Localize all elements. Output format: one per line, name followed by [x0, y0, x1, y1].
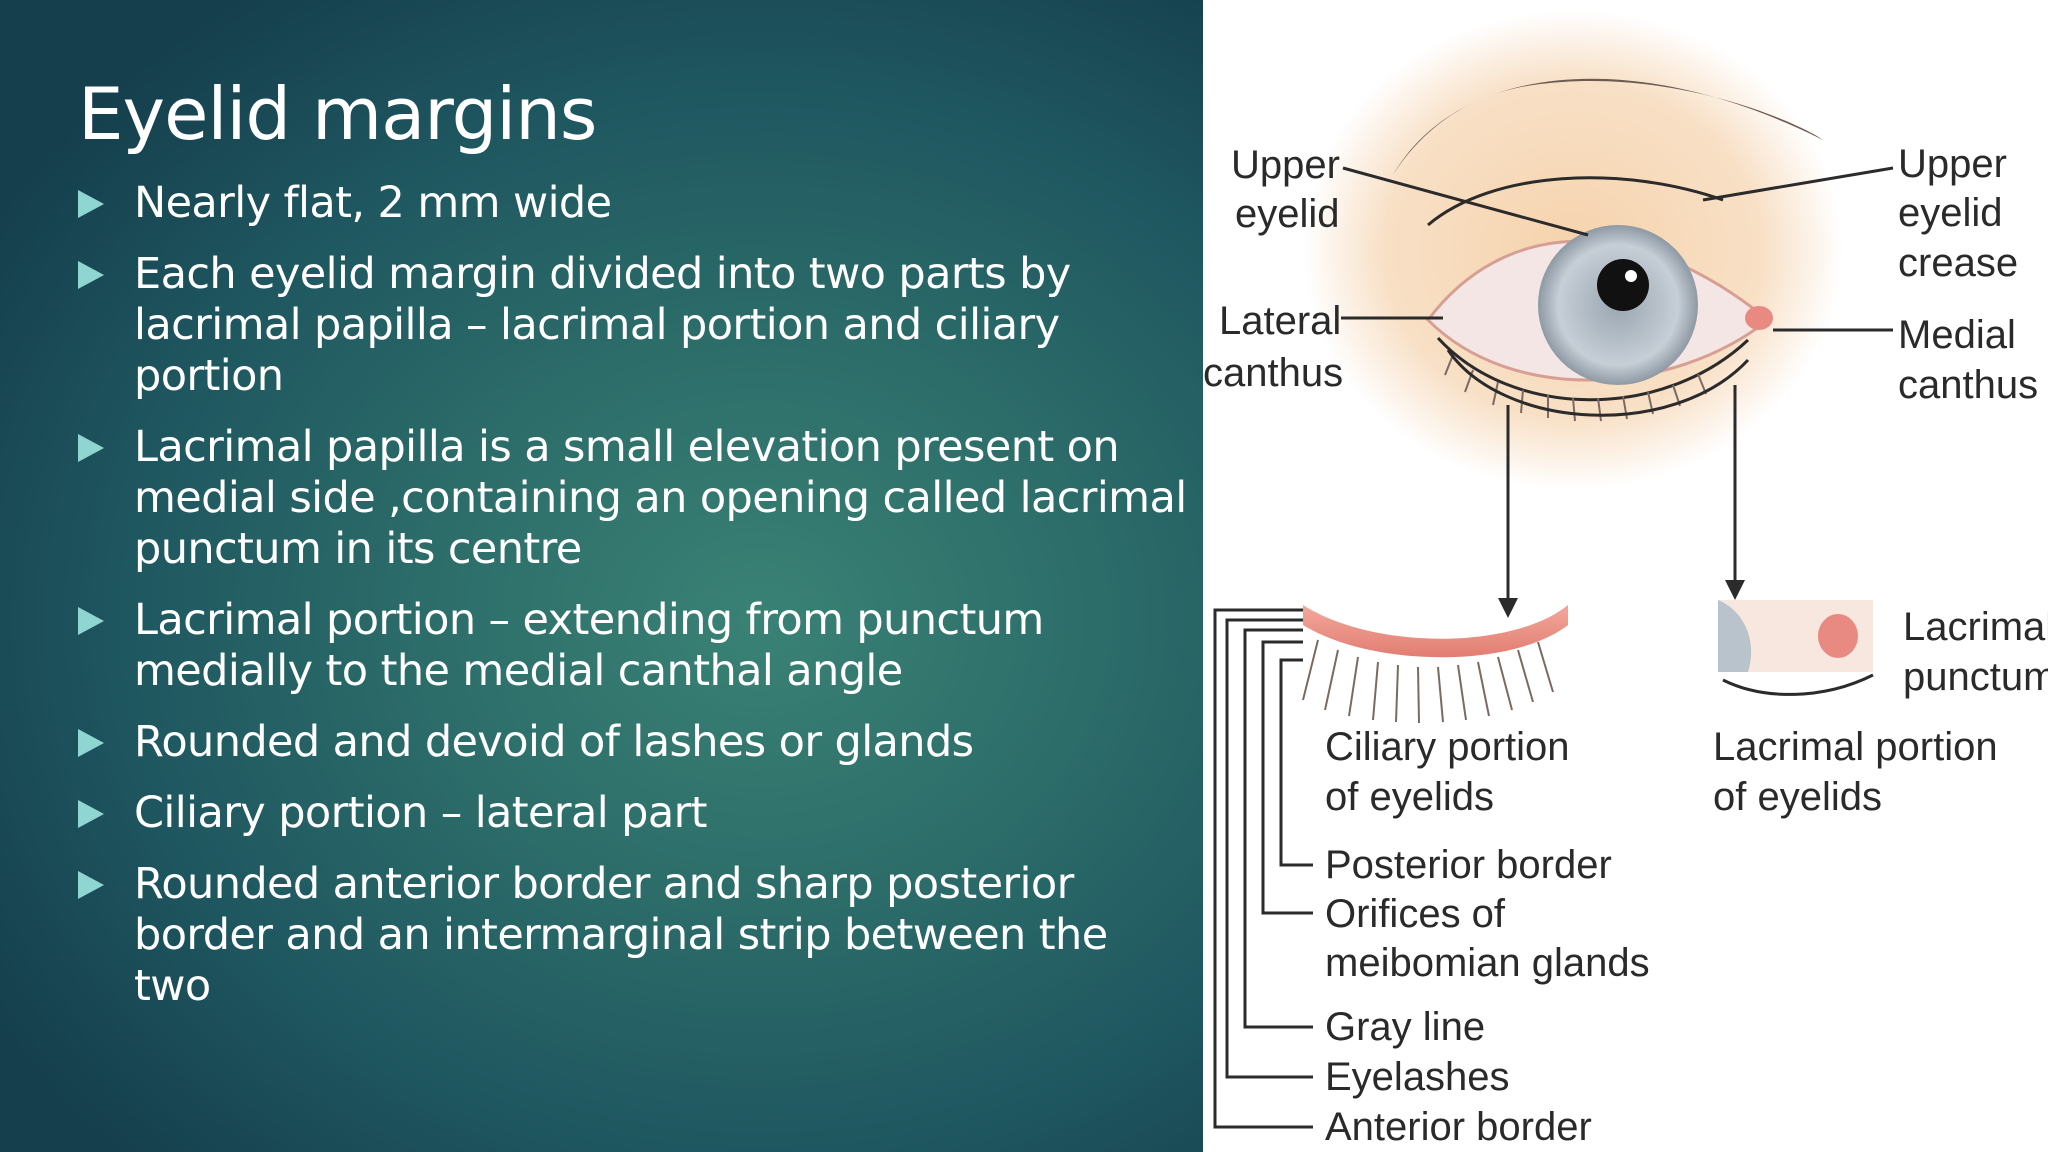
label-upper-crease-line1: Upper — [1898, 142, 2007, 186]
bullet-item: Nearly flat, 2 mm wide — [78, 178, 1193, 229]
bullet-arrow-icon — [78, 800, 104, 828]
bullet-text: Rounded anterior border and sharp poster… — [134, 859, 1108, 1011]
pupil — [1597, 259, 1649, 311]
bullet-arrow-icon — [78, 871, 104, 899]
bullet-text: Each eyelid margin divided into two part… — [134, 249, 1071, 401]
label-posterior-border: Posterior border — [1325, 843, 1612, 887]
bullet-arrow-icon — [78, 607, 104, 635]
label-lacrimal-portion-line1: Lacrimal portion — [1713, 725, 1998, 769]
orifices-leader — [1261, 640, 1313, 915]
eyelid-diagram: Upper eyelid Lateral canthus Upper eyeli… — [1203, 10, 2048, 1149]
label-medial-canthus-line1: Medial — [1898, 313, 2016, 357]
label-ciliary-portion-line2: of eyelids — [1325, 775, 1494, 819]
label-lacrimal-portion-line2: of eyelids — [1713, 775, 1882, 819]
text-panel: Eyelid margins Nearly flat, 2 mm wide Ea… — [0, 0, 1203, 1152]
upper-eyelid-pointer — [1342, 166, 1589, 237]
lacrimal-closeup-iris — [1718, 600, 1752, 672]
bullet-text: Lacrimal papilla is a small elevation pr… — [134, 422, 1187, 574]
ciliary-arrow-head — [1498, 598, 1518, 618]
bullet-item: Lacrimal portion – extending from punctu… — [78, 595, 1193, 697]
lower-eyelashes — [1444, 354, 1707, 422]
bullet-text: Ciliary portion – lateral part — [134, 788, 708, 838]
ciliary-margin-closeup — [1303, 605, 1568, 658]
label-orifices-line2: meibomian glands — [1325, 941, 1650, 985]
eyelid-crease — [1427, 176, 1724, 227]
bullet-text: Lacrimal portion – extending from punctu… — [134, 595, 1044, 696]
bullet-item: Rounded and devoid of lashes or glands — [78, 717, 1193, 768]
label-upper-eyelid-line2: eyelid — [1235, 192, 1340, 236]
slide-title: Eyelid margins — [78, 72, 597, 156]
bullet-item: Rounded anterior border and sharp poster… — [78, 859, 1193, 1012]
bullet-item: Ciliary portion – lateral part — [78, 788, 1193, 839]
bullet-text: Rounded and devoid of lashes or glands — [134, 717, 974, 767]
posterior-border-leader — [1279, 658, 1313, 867]
closeup-eyelashes — [1302, 639, 1554, 724]
label-upper-eyelid-line1: Upper — [1231, 143, 1340, 187]
bullet-arrow-icon — [78, 729, 104, 757]
label-orifices-line1: Orifices of — [1325, 892, 1506, 936]
label-gray-line: Gray line — [1325, 1005, 1485, 1049]
upper-crease-pointer — [1702, 166, 1894, 202]
bullet-item: Each eyelid margin divided into two part… — [78, 249, 1193, 402]
label-lacrimal-punctum-line1: Lacrimal — [1903, 605, 2048, 649]
bullet-item: Lacrimal papilla is a small elevation pr… — [78, 422, 1193, 575]
label-anterior-border: Anterior border — [1325, 1105, 1592, 1149]
label-ciliary-portion-line1: Ciliary portion — [1325, 725, 1570, 769]
bullet-arrow-icon — [78, 190, 104, 218]
gray-line-leader — [1243, 628, 1313, 1029]
caruncle — [1745, 306, 1773, 330]
label-lateral-canthus-line1: Lateral — [1219, 299, 1341, 343]
lacrimal-arrow-head — [1725, 580, 1745, 600]
label-upper-crease-line2: eyelid — [1898, 191, 2003, 235]
label-lateral-canthus-line2: canthus — [1203, 351, 1343, 395]
lacrimal-closeup-margin — [1722, 673, 1874, 696]
label-upper-crease-line3: crease — [1898, 241, 2018, 285]
label-medial-canthus-line2: canthus — [1898, 363, 2038, 407]
bullet-arrow-icon — [78, 261, 104, 289]
label-lacrimal-punctum-line2: punctum — [1903, 655, 2048, 699]
bullet-text: Nearly flat, 2 mm wide — [134, 178, 612, 228]
label-eyelashes: Eyelashes — [1325, 1055, 1510, 1099]
eyelashes-leader — [1225, 618, 1313, 1079]
margin-bracket — [1446, 349, 1750, 417]
anterior-border-leader — [1213, 608, 1313, 1129]
diagram-panel: Upper eyelid Lateral canthus Upper eyeli… — [1203, 0, 2048, 1152]
pupil-highlight — [1625, 270, 1637, 282]
bullet-list: Nearly flat, 2 mm wide Each eyelid margi… — [78, 178, 1193, 1032]
lacrimal-closeup-caruncle — [1818, 614, 1858, 658]
lower-lash-line — [1436, 336, 1750, 402]
bullet-arrow-icon — [78, 434, 104, 462]
